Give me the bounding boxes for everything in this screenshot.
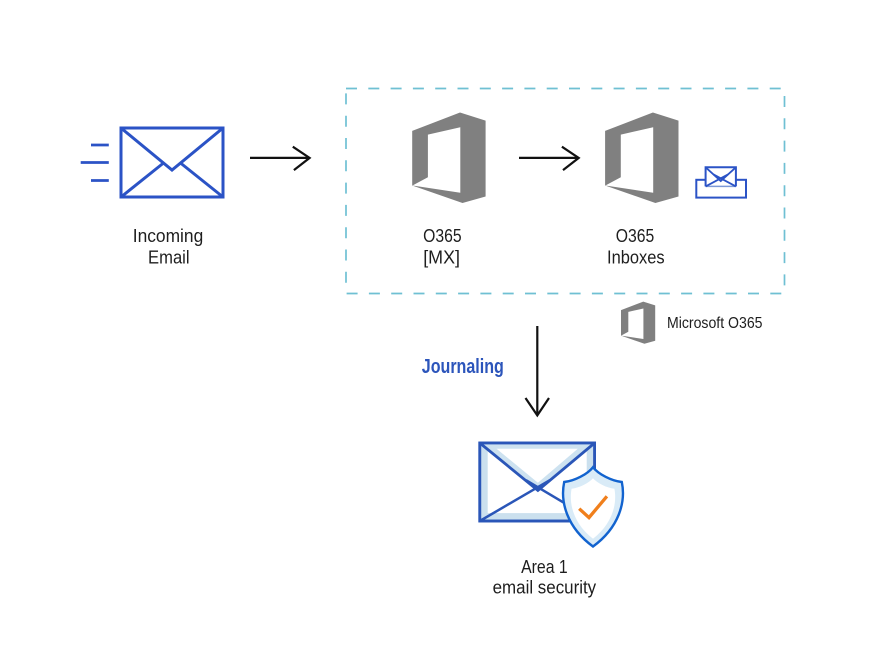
svg-text:email security: email security <box>493 578 597 598</box>
svg-text:Journaling: Journaling <box>422 356 504 378</box>
svg-text:Area 1: Area 1 <box>521 557 568 577</box>
svg-text:Email: Email <box>148 247 190 267</box>
svg-text:O365: O365 <box>423 226 462 246</box>
svg-text:Microsoft O365: Microsoft O365 <box>667 315 763 332</box>
svg-text:Incoming: Incoming <box>133 226 204 246</box>
svg-text:O365: O365 <box>616 226 655 246</box>
svg-text:Inboxes: Inboxes <box>607 248 665 268</box>
svg-text:[MX]: [MX] <box>423 248 460 268</box>
